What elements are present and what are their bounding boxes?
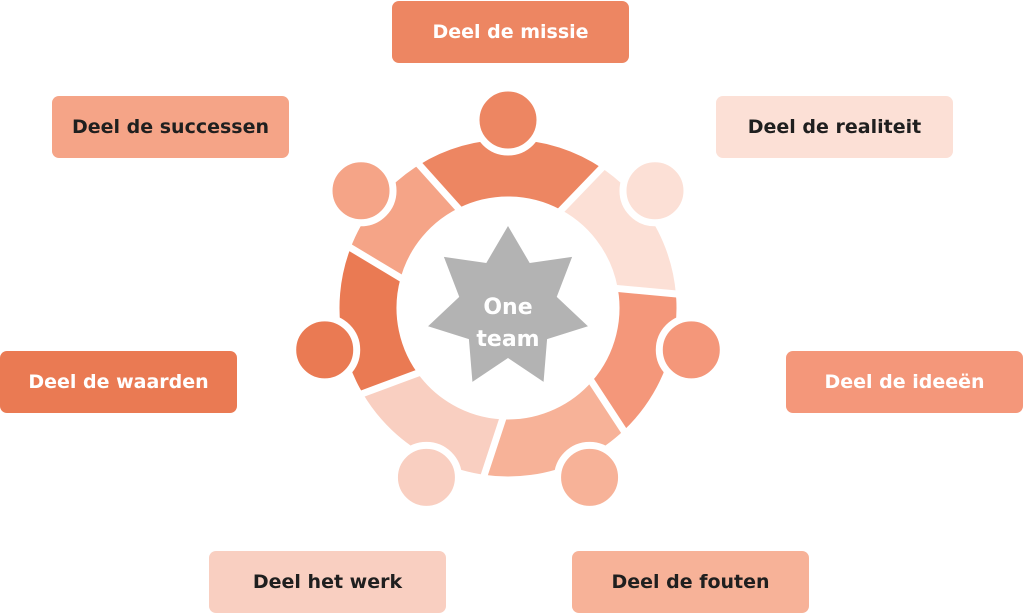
label-share-successes: Deel de successen xyxy=(52,96,289,158)
center-text-line1: One xyxy=(483,295,532,320)
person-head-2 xyxy=(655,314,727,386)
center-text-line2: team xyxy=(476,327,539,352)
person-head-4 xyxy=(390,441,462,513)
label-share-work: Deel het werk xyxy=(209,551,446,613)
center-star xyxy=(428,226,588,382)
person-body-2 xyxy=(586,248,684,437)
label-share-reality: Deel de realiteit xyxy=(716,96,953,158)
person-body-4 xyxy=(355,368,531,484)
person-head-5 xyxy=(289,314,361,386)
person-head-6 xyxy=(325,155,397,227)
label-share-mission: Deel de missie xyxy=(392,1,629,63)
label-share-mistakes: Deel de fouten xyxy=(572,551,809,613)
label-share-values: Deel de waarden xyxy=(0,351,237,413)
person-head-1 xyxy=(619,155,691,227)
person-head-0 xyxy=(472,84,544,156)
person-head-3 xyxy=(554,441,626,513)
person-body-0 xyxy=(413,132,608,217)
label-share-ideas: Deel de ideeën xyxy=(786,351,1023,413)
